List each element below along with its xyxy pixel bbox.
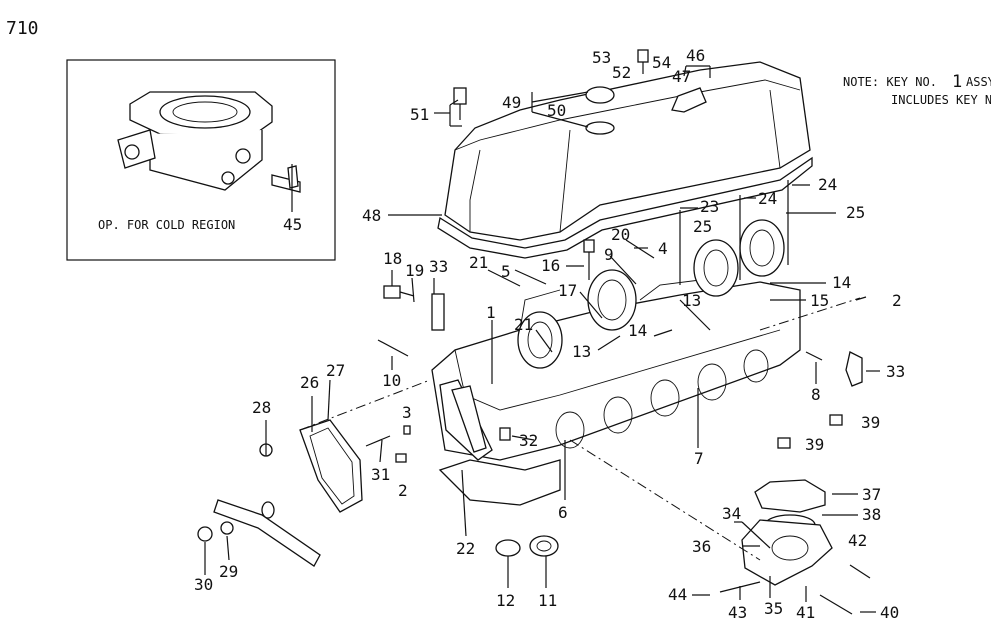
callout-2: 2 [892,291,902,310]
callout-16: 16 [541,256,560,275]
callout-51: 51 [410,105,429,124]
callout-34: 34 [722,504,741,523]
callout-49: 49 [502,93,521,112]
callout-14b: 14 [628,321,647,340]
callout-22: 22 [456,539,475,558]
callout-19: 19 [405,261,424,280]
callout-13b: 13 [572,342,591,361]
callout-33: 33 [429,257,448,276]
page-number: 710 [6,18,39,39]
callout-10: 10 [382,371,401,390]
fasteners [259,49,871,615]
callout-15: 15 [810,291,829,310]
callout-41: 41 [796,603,815,622]
callout-17: 17 [558,281,577,300]
thermostat-housing [741,479,833,586]
callout-27: 27 [326,361,345,380]
note-suffix: ASSY [966,75,991,89]
callout-8: 8 [811,385,821,404]
callout-44: 44 [668,585,687,604]
callout-40: 40 [880,603,899,622]
callout-18: 18 [383,249,402,268]
callout-25b: 25 [693,217,712,236]
note-prefix: NOTE: KEY NO. [843,75,937,89]
callout-20: 20 [611,225,630,244]
callout-46: 46 [686,46,705,65]
cold-region-inset: OP. FOR COLD REGION [66,59,336,261]
callout-11: 11 [538,591,557,610]
callout-6: 6 [558,503,568,522]
callout-45: 45 [283,215,302,234]
callout-23: 23 [700,197,719,216]
rocker-cover [437,61,813,259]
callout-42: 42 [848,531,867,550]
callout-4: 4 [658,239,668,258]
callout-36: 36 [692,537,711,556]
callout-24b: 24 [758,189,777,208]
callout-24: 24 [818,175,837,194]
callout-38: 38 [862,505,881,524]
callout-9: 9 [604,245,614,264]
callout-37: 37 [862,485,881,504]
seal-11 [529,535,559,557]
callout-7: 7 [694,449,704,468]
callout-43: 43 [728,603,747,622]
callout-2b: 2 [398,481,408,500]
callout-14: 14 [832,273,851,292]
callout-29: 29 [219,562,238,581]
callout-5: 5 [501,262,511,281]
front-cover [299,419,363,513]
callout-39b: 39 [805,435,824,454]
center-line [569,439,761,561]
leader-lines [204,65,880,613]
callout-33b: 33 [886,362,905,381]
callout-3: 3 [402,403,412,422]
callout-25: 25 [846,203,865,222]
callout-31: 31 [371,465,390,484]
callout-47: 47 [672,67,691,86]
note-line-2: INCLUDES KEY N [891,93,991,107]
callout-39: 39 [861,413,880,432]
callout-21: 21 [469,253,488,272]
callout-28: 28 [252,398,271,417]
cam-bearings [517,219,785,369]
head-gasket [438,459,561,506]
callout-30: 30 [194,575,213,594]
callout-12: 12 [496,591,515,610]
callouts: 1 2 2 3 4 5 6 7 8 9 10 11 12 13 13 14 14… [194,46,905,622]
callout-13: 13 [682,291,701,310]
seal-12 [495,539,521,557]
callout-52: 52 [612,63,631,82]
callout-35: 35 [764,599,783,618]
inset-caption: OP. FOR COLD REGION [98,218,235,232]
callout-54: 54 [652,53,671,72]
assembly-note: NOTE: KEY NO. 1 ASSY INCLUDES KEY N [843,72,991,107]
callout-53: 53 [592,48,611,67]
callout-26: 26 [300,373,319,392]
pipe-bracket [197,499,321,567]
callout-21b: 21 [514,315,533,334]
callout-48: 48 [362,206,381,225]
callout-50: 50 [547,101,566,120]
note-key: 1 [952,72,962,92]
callout-1: 1 [486,303,496,322]
callout-32: 32 [519,431,538,450]
